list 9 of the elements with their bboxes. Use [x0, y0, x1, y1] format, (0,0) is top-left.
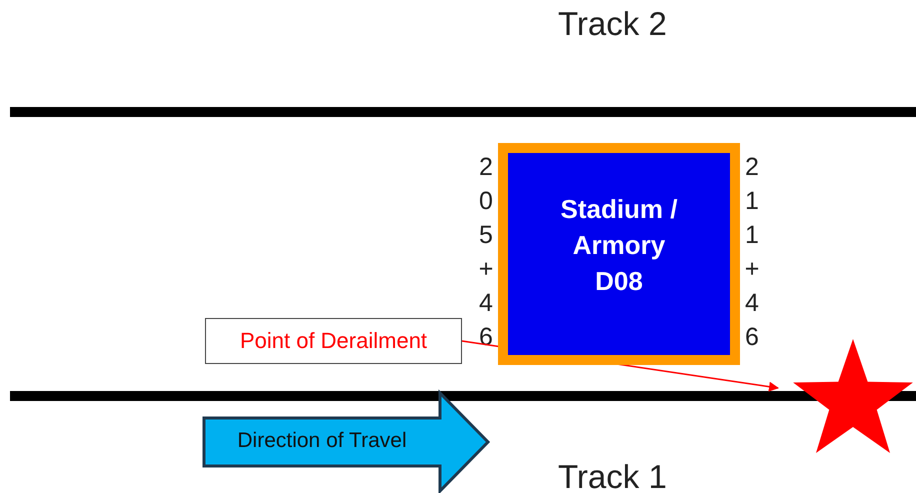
callout-box [205, 318, 462, 364]
station-name: Stadium / Armory D08 [559, 193, 678, 298]
block-arrow [202, 391, 490, 493]
track-label: Track 2 [558, 5, 667, 43]
station-box [498, 143, 740, 365]
callout-text: Point of Derailment [240, 328, 428, 354]
arrow-label: Direction of Travel [236, 429, 408, 453]
track-label: Track 1 [558, 458, 667, 493]
station-milepost: 211+46 [744, 152, 760, 353]
